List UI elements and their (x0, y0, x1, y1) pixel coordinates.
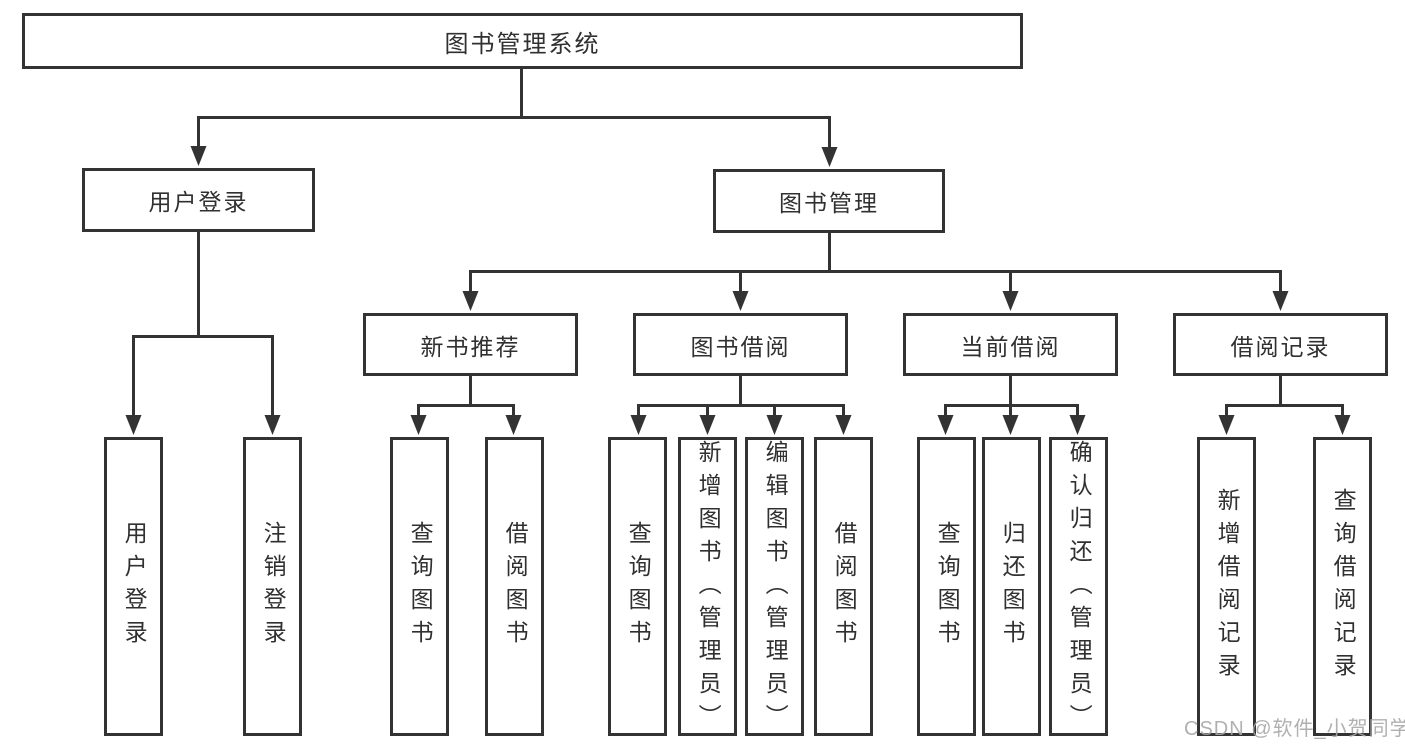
node-new-book-recommend: 新书推荐 (363, 313, 578, 376)
arrowhead (630, 415, 647, 435)
arrowhead (1334, 415, 1351, 435)
connector-root-bracket (197, 116, 831, 152)
leaf-query-borrow-record: 查询借阅记录 (1313, 437, 1372, 736)
leaf-query-books-recommend: 查询图书 (390, 437, 449, 736)
arrowhead (1218, 415, 1235, 435)
node-label: 图书借阅 (690, 333, 791, 360)
node-current-borrow: 当前借阅 (903, 313, 1118, 376)
leaf-label: 借阅图书 (831, 520, 858, 653)
leaf-label: 编辑图书（管理员） (762, 440, 789, 737)
leaf-label: 查询借阅记录 (1330, 487, 1357, 686)
arrowhead (505, 415, 522, 435)
connector-recommend-bracket (417, 404, 515, 420)
arrowhead (821, 147, 838, 167)
node-user-login: 用户登录 (82, 168, 315, 232)
connector-borrow-bracket (637, 404, 845, 420)
arrowhead (1002, 291, 1019, 311)
leaf-add-book-admin: 新增图书（管理员） (678, 437, 737, 737)
csdn-watermark: CSDN @软件_小贺同学 (1184, 718, 1405, 740)
leaf-label: 确认归还（管理员） (1066, 440, 1093, 737)
node-label: 图书管理系统 (444, 30, 601, 58)
connector-records-bracket (1225, 404, 1344, 420)
node-book-borrow: 图书借阅 (633, 313, 848, 376)
arrowhead (190, 146, 207, 166)
leaf-label: 查询图书 (934, 520, 961, 653)
leaf-confirm-return-admin: 确认归还（管理员） (1049, 437, 1108, 737)
arrowhead (410, 415, 427, 435)
leaf-query-books-borrow: 查询图书 (608, 437, 667, 736)
arrowhead (462, 291, 479, 311)
leaf-label: 新增图书（管理员） (695, 440, 722, 737)
leaf-user-login: 用户登录 (104, 437, 163, 736)
arrowhead (264, 415, 281, 435)
leaf-label: 查询图书 (407, 520, 434, 653)
leaf-query-books-current: 查询图书 (917, 437, 976, 736)
leaf-label: 归还图书 (999, 520, 1026, 653)
node-borrow-records: 借阅记录 (1173, 313, 1388, 376)
connector-bookmgmt-bracket (469, 270, 1282, 296)
arrowhead (1272, 291, 1289, 311)
leaf-label: 新增借阅记录 (1214, 487, 1241, 686)
leaf-add-borrow-record: 新增借阅记录 (1197, 437, 1256, 736)
leaf-edit-book-admin: 编辑图书（管理员） (745, 437, 804, 737)
node-label: 当前借阅 (960, 333, 1061, 360)
node-book-management: 图书管理 (713, 169, 945, 233)
node-label: 新书推荐 (420, 333, 521, 360)
leaf-label: 查询图书 (625, 520, 652, 653)
arrowhead (699, 415, 716, 435)
node-label: 借阅记录 (1230, 333, 1331, 360)
connector-current-bracket (944, 404, 1079, 420)
arrowhead (1002, 415, 1019, 435)
leaf-logout: 注销登录 (243, 437, 302, 736)
leaf-return-books: 归还图书 (982, 437, 1041, 736)
node-library-management-system: 图书管理系统 (22, 13, 1023, 69)
connector-userlogin-bracket (132, 335, 274, 420)
leaf-borrow-books-recommend: 借阅图书 (485, 437, 544, 736)
leaf-label: 用户登录 (121, 520, 148, 653)
arrowhead (1069, 415, 1086, 435)
arrowhead (835, 415, 852, 435)
leaf-borrow-books-borrow: 借阅图书 (814, 437, 873, 736)
arrowhead (125, 415, 142, 435)
node-label: 图书管理 (779, 190, 879, 216)
arrowhead (937, 415, 954, 435)
leaf-label: 借阅图书 (502, 520, 529, 653)
arrowhead (766, 415, 783, 435)
arrowhead (732, 291, 749, 311)
node-label: 用户登录 (148, 189, 249, 215)
leaf-label: 注销登录 (260, 520, 287, 653)
